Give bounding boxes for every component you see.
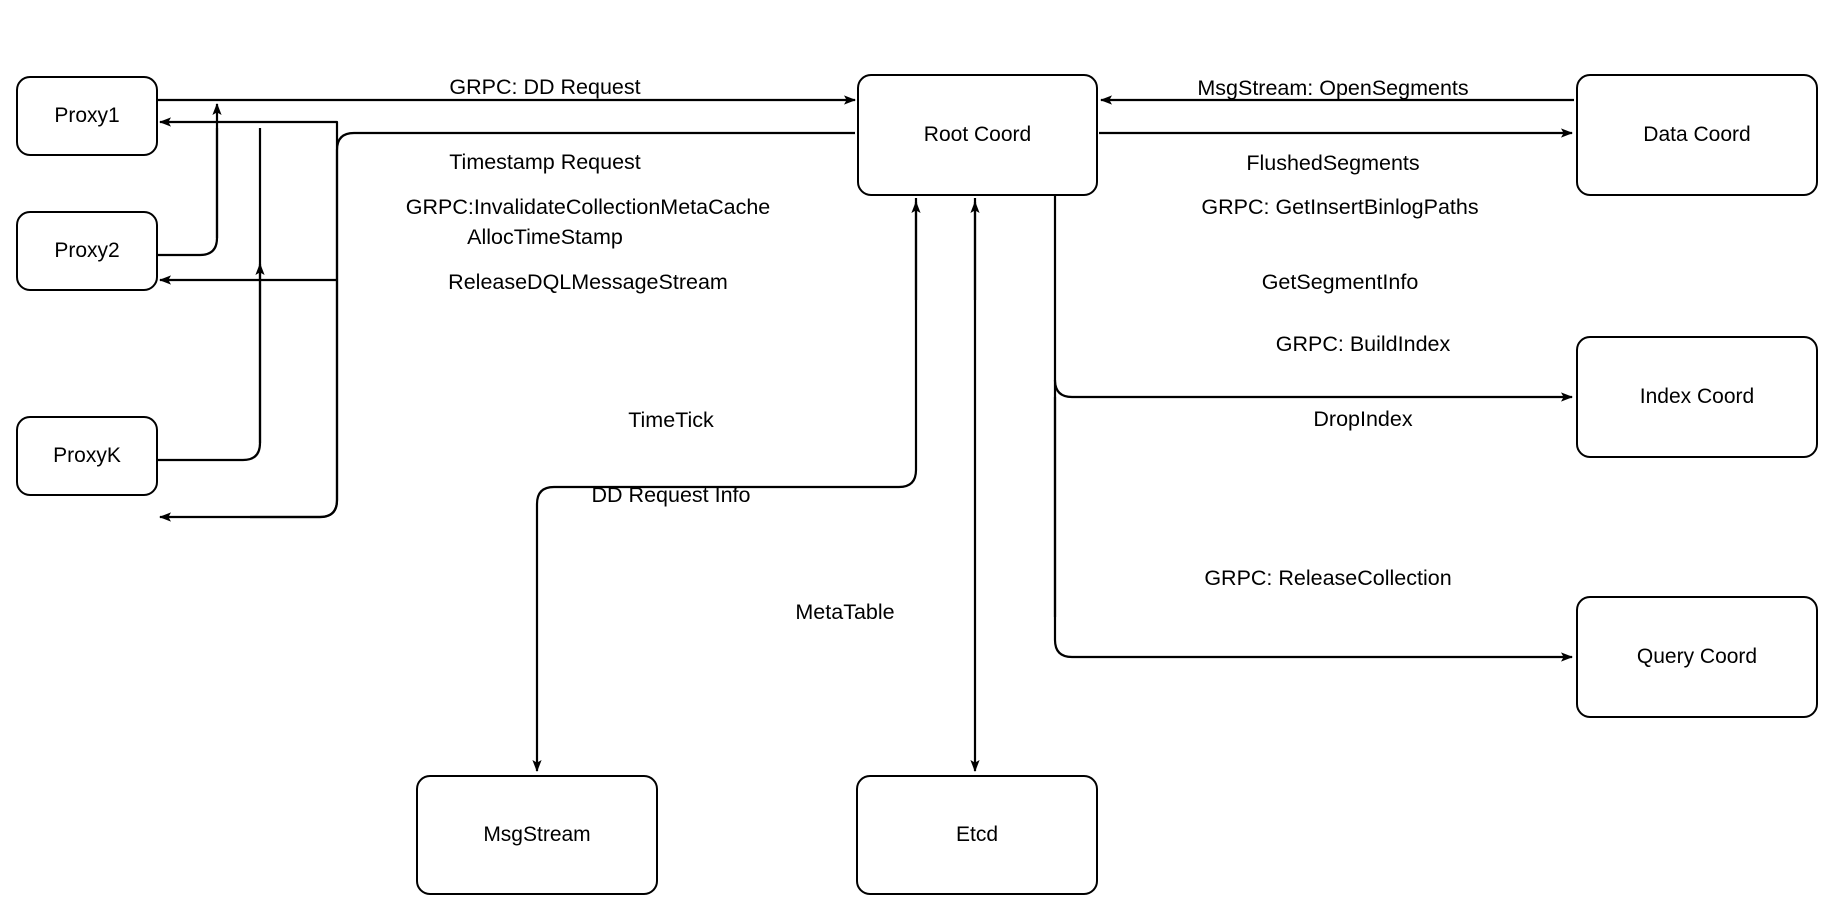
wire-proxy2-to-trunk — [158, 128, 219, 257]
edge-label-root-coord-to-proxy: GRPC:InvalidateCollectionMetaCache Relea… — [406, 145, 770, 345]
node-etcd-label: Etcd — [955, 823, 999, 847]
edge-label-line: MsgStream: OpenSegments — [1197, 76, 1469, 100]
node-data-coord[interactable]: Data Coord — [1576, 74, 1818, 196]
node-root-coord[interactable]: Root Coord — [857, 74, 1098, 196]
node-root-coord-label: Root Coord — [923, 123, 1032, 147]
node-index-coord[interactable]: Index Coord — [1576, 336, 1818, 458]
node-msgstream[interactable]: MsgStream — [416, 775, 658, 895]
node-data-coord-label: Data Coord — [1643, 123, 1751, 147]
node-query-coord-label: Query Coord — [1636, 645, 1758, 669]
edge-label-root-coord-to-query-coord: GRPC: ReleaseCollection — [1204, 516, 1451, 641]
edge-label-root-coord-to-msgstream: TimeTick DD Request Info — [592, 358, 751, 558]
node-proxy2[interactable]: Proxy2 — [16, 211, 158, 291]
edge-label-line: GRPC: DD Request — [449, 75, 641, 99]
edge-label-line: GetSegmentInfo — [1261, 270, 1419, 294]
node-proxy2-label: Proxy2 — [54, 239, 120, 263]
edge-label-root-coord-to-data-coord: GRPC: GetInsertBinlogPaths GetSegmentInf… — [1201, 145, 1478, 345]
node-query-coord[interactable]: Query Coord — [1576, 596, 1818, 718]
edge-label-line: DropIndex — [1313, 407, 1413, 431]
wire-bus-to-proxyk — [159, 499, 339, 522]
wire-branch-to-querycoord — [1053, 639, 1573, 662]
node-index-coord-label: Index Coord — [1639, 385, 1755, 409]
edge-label-line: GRPC: BuildIndex — [1275, 332, 1451, 356]
edge-label-line: GRPC: GetInsertBinlogPaths — [1201, 195, 1479, 219]
edge-label-line: DD Request Info — [591, 483, 751, 507]
wire-bus-to-proxy1 — [159, 117, 339, 150]
edge-label-line: GRPC:InvalidateCollectionMetaCache — [405, 195, 771, 219]
edge-label-line: TimeTick — [628, 408, 714, 432]
node-proxyk-label: ProxyK — [53, 444, 121, 468]
wire-proxyk-to-trunk — [158, 128, 262, 462]
edge-label-line: FlushedSegments — [1246, 151, 1420, 175]
node-proxyk[interactable]: ProxyK — [16, 416, 158, 496]
edge-label-data-coord-to-root-coord: MsgStream: OpenSegments FlushedSegments — [1197, 26, 1468, 226]
node-msgstream-label: MsgStream — [483, 823, 591, 847]
edge-label-line: ReleaseDQLMessageStream — [448, 270, 728, 294]
edge-label-line: MetaTable — [795, 600, 895, 624]
node-proxy1-label: Proxy1 — [54, 104, 120, 128]
edge-label-root-coord-to-etcd: MetaTable — [795, 550, 894, 675]
node-etcd[interactable]: Etcd — [856, 775, 1098, 895]
edge-label-line: GRPC: ReleaseCollection — [1204, 566, 1452, 590]
edge-label-root-coord-to-index-coord: GRPC: BuildIndex DropIndex — [1276, 282, 1450, 482]
node-proxy1[interactable]: Proxy1 — [16, 76, 158, 156]
